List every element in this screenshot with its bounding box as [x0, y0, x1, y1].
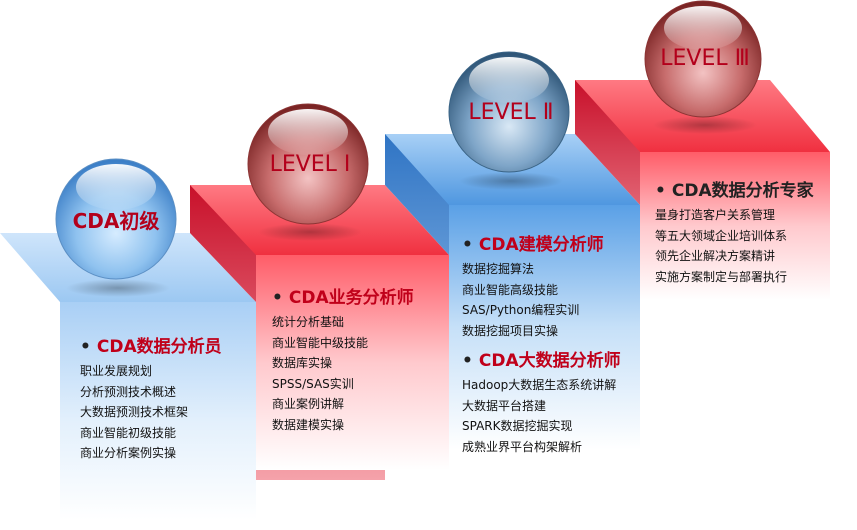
bullet-icon: • [655, 181, 666, 201]
step-2-red [190, 185, 449, 480]
list-item: 量身打造客户关系管理 [655, 208, 776, 222]
badge-level-2: LEVEL Ⅱ [468, 100, 554, 125]
block-title: •CDA大数据分析师 [462, 346, 621, 371]
block-cda-bigdata-analyst: •CDA大数据分析师 Hadoop大数据生态系统讲解 大数据平台搭建 SPARK… [462, 346, 621, 457]
block-cda-expert: •CDA数据分析专家 量身打造客户关系管理 等五大领域企业培训体系 领先企业解决… [655, 176, 814, 287]
list-item: 数据建模实操 [272, 417, 345, 432]
list-item: 商业案例讲解 [272, 397, 345, 411]
step-4-red [575, 80, 830, 300]
block-items: 数据挖掘算法 商业智能高级技能 SAS/Python编程实训 数据挖掘项目实操 [462, 259, 604, 341]
block-cda-business-analyst: •CDA业务分析师 统计分析基础 商业智能中级技能 数据库实操 SPSS/SAS… [272, 283, 414, 435]
block-title-text: CDA业务分析师 [288, 288, 414, 308]
block-title-text: CDA建模分析师 [478, 235, 604, 255]
sphere-1-gloss [76, 164, 156, 210]
list-item: 数据库实操 [272, 356, 333, 370]
list-item: 数据挖掘项目实操 [462, 323, 559, 338]
sphere-3-shadow [459, 172, 563, 190]
list-item: 商业分析案例实操 [80, 446, 177, 460]
block-title: •CDA数据分析员 [80, 332, 222, 357]
bullet-icon: • [462, 235, 473, 255]
list-item: SAS/Python编程实训 [462, 303, 580, 317]
list-item: 分析预测技术概述 [80, 384, 177, 399]
bullet-icon: • [80, 337, 91, 357]
list-item: 等五大领域企业培训体系 [655, 228, 788, 243]
block-title: •CDA建模分析师 [462, 230, 604, 255]
sphere-4-gloss [664, 6, 742, 50]
block-cda-analyst: •CDA数据分析员 职业发展规划 分析预测技术概述 大数据预测技术框架 商业智能… [80, 332, 222, 464]
block-title-text: CDA数据分析专家 [671, 181, 814, 201]
list-item: 成熟业界平台构架解析 [462, 439, 583, 454]
badge-cda-basic: CDA初级 [72, 209, 160, 233]
block-title-text: CDA大数据分析师 [478, 351, 621, 371]
list-item: 数据挖掘算法 [462, 262, 535, 276]
list-item: 商业智能中级技能 [272, 335, 369, 350]
list-item: 商业智能初级技能 [80, 425, 177, 440]
list-item: 大数据平台搭建 [462, 398, 547, 413]
list-item: 职业发展规划 [80, 364, 153, 378]
sphere-2-gloss [268, 109, 348, 155]
block-items: 统计分析基础 商业智能中级技能 数据库实操 SPSS/SAS实训 商业案例讲解 … [272, 312, 414, 435]
block-title-text: CDA数据分析员 [96, 337, 222, 357]
block-title: •CDA业务分析师 [272, 283, 414, 308]
step-1-front-face [60, 302, 256, 520]
bullet-icon: • [462, 351, 473, 371]
list-item: Hadoop大数据生态系统讲解 [462, 378, 617, 392]
sphere-3-gloss [469, 57, 549, 103]
list-item: 商业智能高级技能 [462, 282, 559, 297]
sphere-2-shadow [258, 223, 362, 241]
badge-level-1: LEVEL Ⅰ [269, 152, 351, 177]
sphere-level-3 [644, 0, 762, 134]
badge-level-3: LEVEL Ⅲ [660, 46, 750, 71]
block-cda-modeling-analyst: •CDA建模分析师 数据挖掘算法 商业智能高级技能 SAS/Python编程实训… [462, 230, 604, 341]
list-item: SPSS/SAS实训 [272, 376, 354, 391]
step-3-blue [385, 134, 640, 450]
block-items: 量身打造客户关系管理 等五大领域企业培训体系 领先企业解决方案精讲 实施方案制定… [655, 205, 814, 287]
bullet-icon: • [272, 288, 283, 308]
step-3-front-face [449, 205, 640, 450]
sphere-cda-basic [55, 158, 177, 297]
list-item: SPARK数据挖掘实现 [462, 419, 573, 433]
list-item: 实施方案制定与部署执行 [655, 269, 788, 284]
step-4-front-face [640, 152, 830, 300]
block-items: 职业发展规划 分析预测技术概述 大数据预测技术框架 商业智能初级技能 商业分析案… [80, 361, 222, 464]
step-2-front-face [256, 255, 449, 470]
block-items: Hadoop大数据生态系统讲解 大数据平台搭建 SPARK数据挖掘实现 成熟业界… [462, 375, 621, 457]
sphere-level-2 [448, 51, 570, 190]
list-item: 大数据预测技术框架 [80, 405, 189, 419]
sphere-1-shadow [66, 279, 170, 297]
sphere-level-1 [247, 103, 369, 241]
sphere-4-shadow [653, 116, 757, 134]
block-title: •CDA数据分析专家 [655, 176, 814, 201]
list-item: 领先企业解决方案精讲 [655, 249, 776, 263]
list-item: 统计分析基础 [272, 315, 345, 329]
